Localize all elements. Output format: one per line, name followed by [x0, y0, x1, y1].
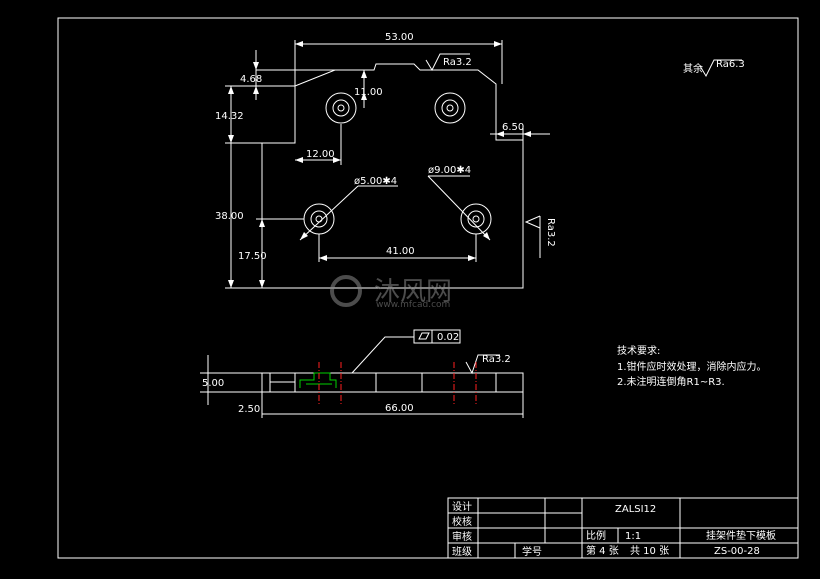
drawing-border — [57, 17, 799, 559]
sheet-label: 第 4 张 — [586, 544, 619, 557]
roughness-side: Ra3.2 — [482, 354, 511, 365]
label-design: 设计 — [452, 500, 472, 513]
label-class: 班级 — [452, 546, 472, 558]
dim-width-total: 53.00 — [385, 32, 414, 43]
dim-side-step: 2.50 — [238, 404, 260, 415]
label-review: 审核 — [452, 530, 472, 543]
side-dimensions: 5.00 2.50 66.00 0.02 Ra3.2 — [202, 332, 511, 415]
label-check: 校核 — [452, 515, 472, 528]
plan-dimensions: 53.00 4.68 11.00 14.32 6.50 12.00 ø5.00✱… — [215, 32, 556, 262]
dim-lower-hole-height: 17.50 — [238, 251, 267, 262]
roughness-right: Ra3.2 — [545, 218, 556, 247]
total-sheets: 共 10 张 — [630, 545, 669, 557]
roughness-corner-prefix: 其余 — [683, 62, 703, 75]
scale-value: 1:1 — [625, 531, 641, 542]
label-student-id: 学号 — [522, 545, 542, 558]
dim-side-length: 66.00 — [385, 403, 414, 414]
dim-small-holes: ø5.00✱4 — [354, 176, 397, 187]
side-centerlines — [318, 362, 477, 404]
part-name: 挂架件垫下模板 — [706, 529, 776, 542]
plan-view — [225, 40, 550, 289]
dim-side-thickness: 5.00 — [202, 378, 224, 389]
dim-chamfer: 4.68 — [240, 74, 262, 85]
watermark-url: www.mfcad.com — [376, 300, 450, 310]
plate-outline — [261, 63, 524, 289]
title-block — [447, 497, 799, 559]
side-view — [200, 329, 524, 418]
dim-hole-offset-x: 12.00 — [306, 149, 335, 160]
scale-label: 比例 — [586, 529, 606, 542]
dim-hole-offset-y: 11.00 — [354, 87, 383, 98]
tech-notes-title: 技术要求: — [617, 344, 660, 357]
arrowheads — [228, 41, 531, 288]
tech-notes: 技术要求: 1.钳件应时效处理，消除内应力。 2.未注明连倒角R1~R3. — [617, 344, 767, 388]
flatness-value: 0.02 — [437, 332, 459, 343]
tech-note-line-1: 1.钳件应时效处理，消除内应力。 — [617, 360, 767, 373]
corner-roughness: 其余 Ra6.3 — [683, 59, 745, 78]
drawing-number: ZS-00-28 — [714, 546, 760, 557]
dim-top-height: 14.32 — [215, 111, 244, 122]
tech-note-line-2: 2.未注明连倒角R1~R3. — [617, 375, 725, 388]
watermark: 沐风网 www.mfcad.com — [330, 275, 452, 310]
roughness-corner: Ra6.3 — [716, 59, 745, 70]
dim-right-step: 6.50 — [502, 122, 524, 133]
title-block-text: 设计 校核 审核 班级 学号 ZALSI12 比例 1:1 第 4 张 共 10… — [452, 500, 776, 558]
dim-hole-spacing: 41.00 — [386, 246, 415, 257]
dim-large-holes: ø9.00✱4 — [428, 165, 471, 176]
watermark-text: 沐风网 — [374, 277, 452, 307]
dim-left-height: 38.00 — [215, 211, 244, 222]
side-hatch — [299, 372, 337, 388]
drawing-code: ZALSI12 — [615, 504, 656, 515]
roughness-top: Ra3.2 — [443, 57, 472, 68]
